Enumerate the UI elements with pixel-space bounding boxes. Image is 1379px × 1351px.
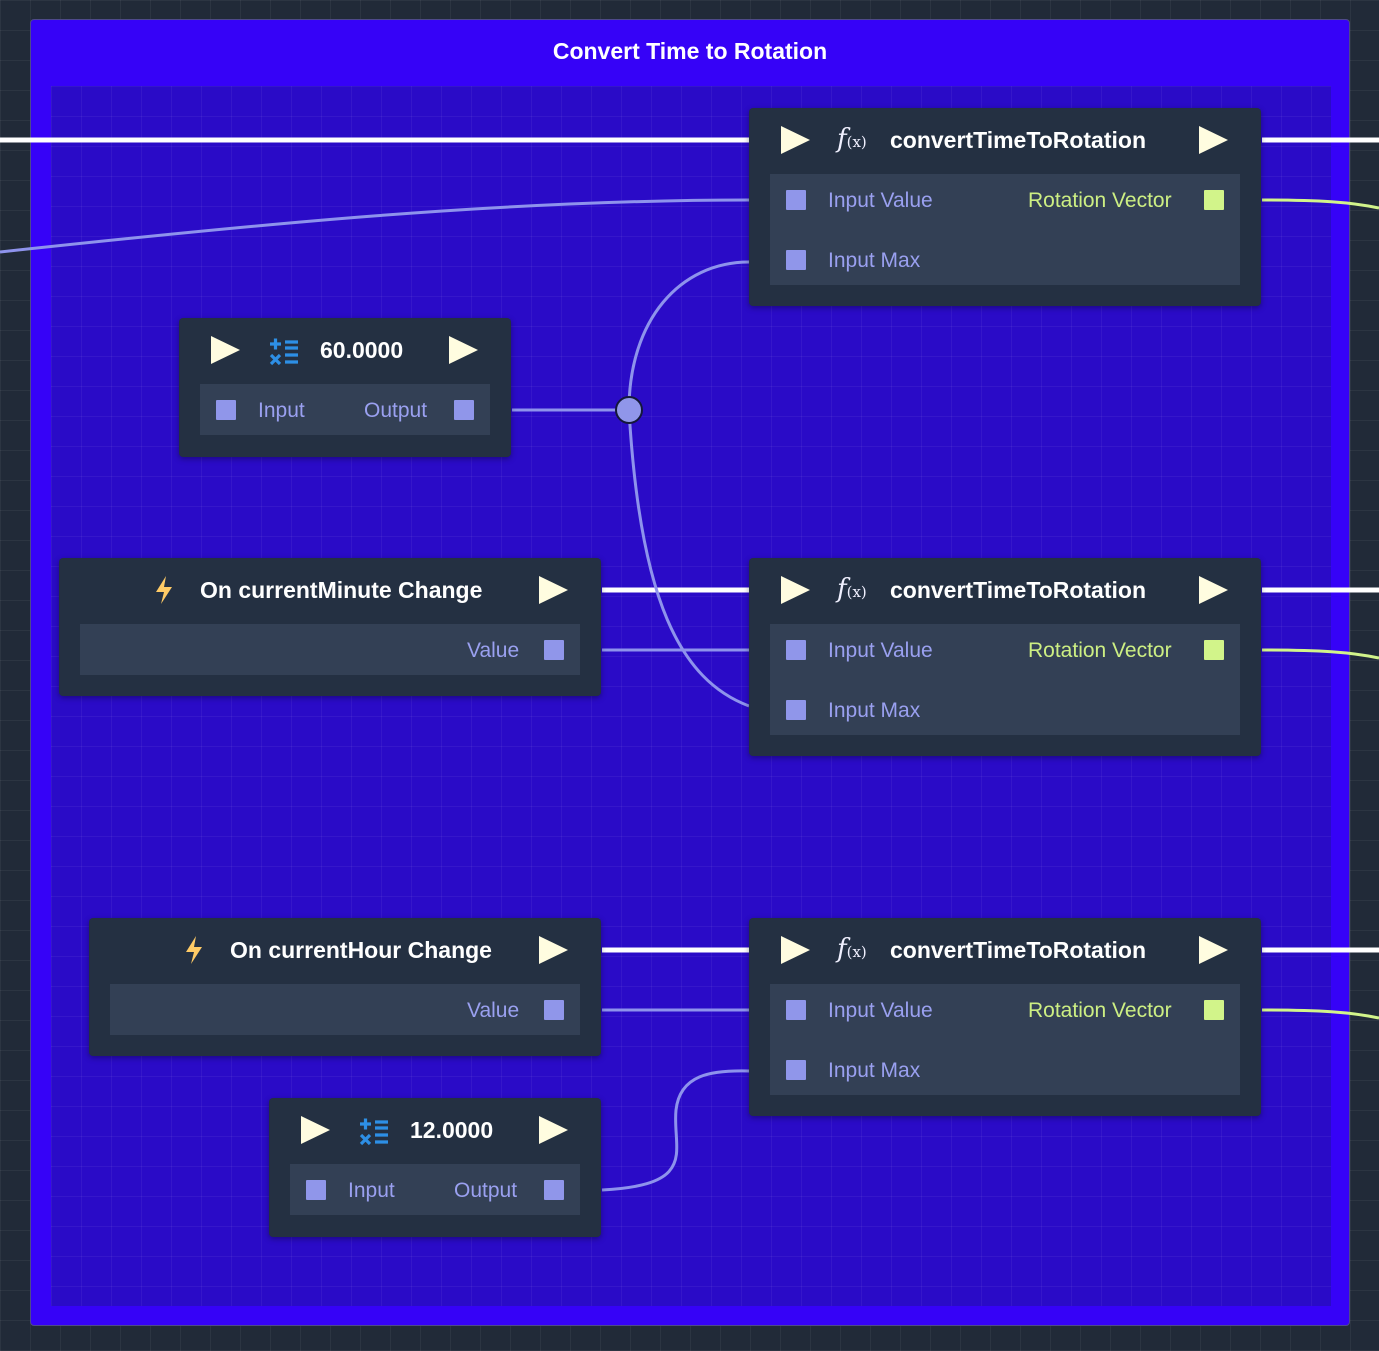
variable-icon — [269, 336, 299, 366]
play-icon[interactable] — [781, 126, 810, 154]
pin-label: Input Max — [828, 249, 921, 272]
output-pin[interactable] — [544, 1180, 564, 1200]
pin-label: Rotation Vector — [1028, 999, 1172, 1022]
convert-time-node[interactable]: f(x) convertTimeToRotation Input Value R… — [749, 108, 1261, 306]
pin-label: Output — [364, 399, 428, 422]
input-pin[interactable] — [786, 250, 806, 270]
play-icon[interactable] — [539, 1116, 568, 1144]
node-header[interactable]: On currentHour Change — [89, 918, 601, 982]
node-header[interactable]: On currentMinute Change — [59, 558, 601, 622]
output-pin[interactable] — [544, 1000, 564, 1020]
event-node[interactable]: On currentMinute Change Value — [59, 558, 601, 696]
node-body: Input Value Rotation Vector Input Max — [770, 624, 1240, 735]
input-pin[interactable] — [786, 640, 806, 660]
node-header[interactable]: f(x) convertTimeToRotation — [749, 558, 1261, 622]
node-title: convertTimeToRotation — [890, 127, 1146, 153]
play-icon[interactable] — [211, 336, 240, 364]
pin-label: Input Max — [828, 699, 921, 722]
pin-label: Output — [454, 1179, 518, 1202]
lightning-icon — [183, 935, 205, 965]
function-icon: f(x) — [837, 574, 867, 604]
node-header[interactable]: 60.0000 — [179, 318, 511, 382]
output-pin[interactable] — [1204, 1000, 1224, 1020]
convert-time-node[interactable]: f(x) convertTimeToRotation Input Value R… — [749, 918, 1261, 1116]
pin-label: Rotation Vector — [1028, 639, 1172, 662]
convert-time-node[interactable]: f(x) convertTimeToRotation Input Value R… — [749, 558, 1261, 756]
pin-label: Input Value — [828, 189, 933, 212]
event-node[interactable]: On currentHour Change Value — [89, 918, 601, 1056]
play-icon[interactable] — [1199, 576, 1228, 604]
output-pin[interactable] — [454, 400, 474, 420]
input-pin[interactable] — [786, 190, 806, 210]
output-pin[interactable] — [1204, 190, 1224, 210]
input-pin[interactable] — [216, 400, 236, 420]
pin-label: Input Value — [828, 639, 933, 662]
node-body: Value — [80, 624, 580, 675]
node-header[interactable]: f(x) convertTimeToRotation — [749, 918, 1261, 982]
constant-node[interactable]: 60.0000 Input Output — [179, 318, 511, 457]
pin-label: Input Max — [828, 1059, 921, 1082]
node-value: 12.0000 — [410, 1117, 494, 1143]
constant-node[interactable]: 12.0000 Input Output — [269, 1098, 601, 1237]
node-header[interactable]: f(x) convertTimeToRotation — [749, 108, 1261, 172]
node-title: convertTimeToRotation — [890, 937, 1146, 963]
node-body: Input Output — [290, 1164, 580, 1215]
function-icon: f(x) — [837, 124, 867, 154]
play-icon[interactable] — [1199, 126, 1228, 154]
node-title: convertTimeToRotation — [890, 577, 1146, 603]
function-icon: f(x) — [837, 934, 867, 964]
play-icon[interactable] — [449, 336, 478, 364]
pin-label: Input — [348, 1179, 395, 1202]
input-pin[interactable] — [786, 1060, 806, 1080]
pin-label: Value — [467, 639, 520, 662]
node-body: Input Output — [200, 384, 490, 435]
node-body: Value — [110, 984, 580, 1035]
node-header[interactable]: 12.0000 — [269, 1098, 601, 1162]
lightning-icon — [153, 575, 175, 605]
node-body: Input Value Rotation Vector Input Max — [770, 174, 1240, 285]
node-title: On currentMinute Change — [200, 577, 483, 603]
input-pin[interactable] — [306, 1180, 326, 1200]
node-body: Input Value Rotation Vector Input Max — [770, 984, 1240, 1095]
pin-label: Input Value — [828, 999, 933, 1022]
output-pin[interactable] — [1204, 640, 1224, 660]
play-icon[interactable] — [1199, 936, 1228, 964]
input-pin[interactable] — [786, 1000, 806, 1020]
group-title: Convert Time to Rotation — [552, 38, 828, 64]
input-pin[interactable] — [786, 700, 806, 720]
pin-label: Value — [467, 999, 520, 1022]
play-icon[interactable] — [539, 576, 568, 604]
play-icon[interactable] — [301, 1116, 330, 1144]
play-icon[interactable] — [781, 936, 810, 964]
pin-label: Rotation Vector — [1028, 189, 1172, 212]
pin-label: Input — [258, 399, 305, 422]
play-icon[interactable] — [539, 936, 568, 964]
node-value: 60.0000 — [320, 337, 404, 363]
output-pin[interactable] — [544, 640, 564, 660]
variable-icon — [359, 1116, 389, 1146]
node-title: On currentHour Change — [230, 937, 492, 963]
play-icon[interactable] — [781, 576, 810, 604]
